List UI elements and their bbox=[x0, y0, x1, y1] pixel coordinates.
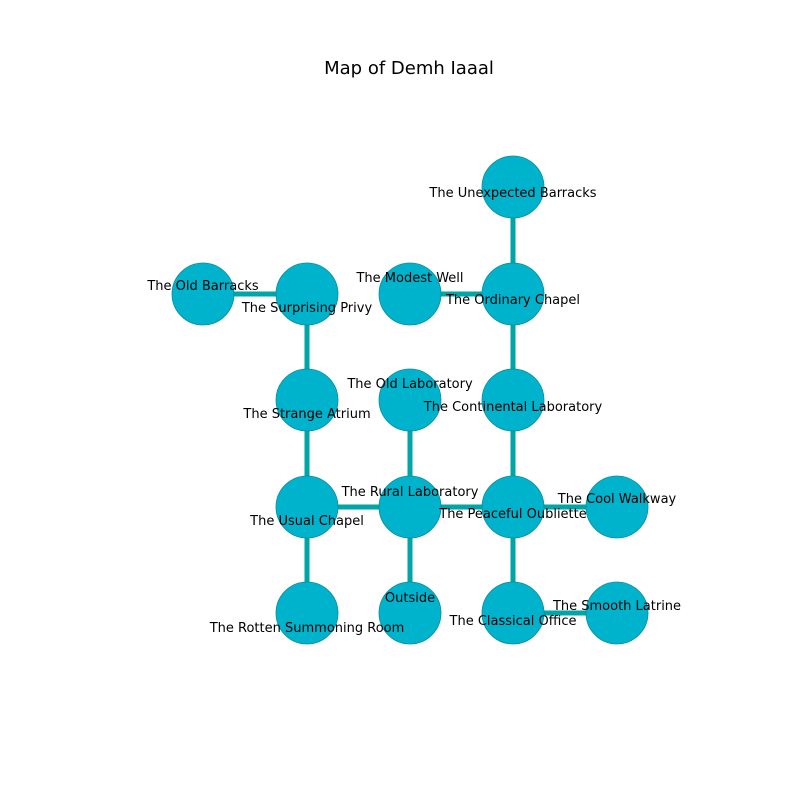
map-title: Map of Demh Iaaal bbox=[324, 58, 494, 79]
room-node-usual-chapel bbox=[275, 475, 339, 539]
room-node-ordinary-chapel bbox=[481, 262, 545, 326]
room-label-strange-atrium: The Strange Atrium bbox=[242, 407, 370, 422]
room-node-peaceful-oubliette bbox=[481, 475, 545, 539]
room-node-smooth-latrine bbox=[585, 581, 649, 645]
room-node-outside bbox=[378, 581, 442, 645]
room-label-surprising-privy: The Surprising Privy bbox=[241, 301, 373, 316]
room-node-rural-laboratory bbox=[378, 475, 442, 539]
room-label-continental-laboratory: The Continental Laboratory bbox=[423, 400, 603, 415]
room-label-rural-laboratory: The Rural Laboratory bbox=[341, 485, 479, 500]
room-label-usual-chapel: The Usual Chapel bbox=[249, 514, 364, 529]
room-label-peaceful-oubliette: The Peaceful Oubliette bbox=[438, 507, 587, 522]
room-label-old-laboratory: The Old Laboratory bbox=[346, 377, 473, 392]
room-label-old-barracks: The Old Barracks bbox=[146, 279, 259, 294]
room-node-classical-office bbox=[481, 581, 545, 645]
room-label-rotten-summoning-room: The Rotten Summoning Room bbox=[209, 621, 405, 636]
rooms-layer bbox=[171, 155, 649, 645]
room-node-old-barracks bbox=[171, 262, 235, 326]
room-label-unexpected-barracks: The Unexpected Barracks bbox=[428, 186, 596, 201]
room-node-old-laboratory bbox=[378, 368, 442, 432]
room-node-continental-laboratory bbox=[481, 368, 545, 432]
room-label-classical-office: The Classical Office bbox=[449, 614, 577, 629]
room-node-modest-well bbox=[378, 262, 442, 326]
room-node-strange-atrium bbox=[275, 368, 339, 432]
room-node-cool-walkway bbox=[585, 475, 649, 539]
room-label-smooth-latrine: The Smooth Latrine bbox=[552, 599, 681, 614]
room-node-surprising-privy bbox=[275, 262, 339, 326]
room-label-outside: Outside bbox=[385, 591, 435, 606]
room-label-ordinary-chapel: The Ordinary Chapel bbox=[445, 293, 580, 308]
room-node-unexpected-barracks bbox=[481, 155, 545, 219]
room-label-cool-walkway: The Cool Walkway bbox=[557, 492, 677, 507]
room-node-rotten-summoning-room bbox=[275, 581, 339, 645]
room-label-modest-well: The Modest Well bbox=[355, 271, 463, 286]
